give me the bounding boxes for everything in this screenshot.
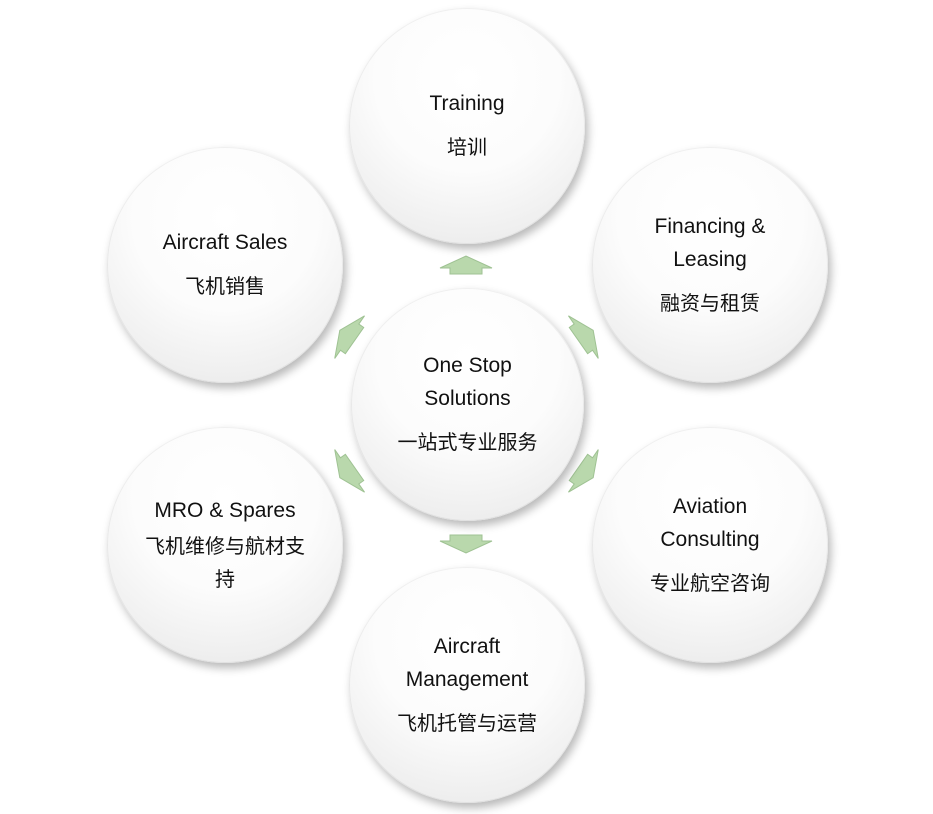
node-consulting-label-zh: 专业航空咨询: [650, 572, 770, 595]
arrow-to-financing: [568, 315, 599, 359]
arrow-to-management: [439, 534, 493, 554]
node-consulting-label: Aviation Consulting: [660, 494, 760, 551]
arrow-to-sales: [334, 315, 365, 359]
node-center-label-zh: 一站式专业服务: [397, 432, 538, 454]
node-training-label: Training: [429, 92, 505, 115]
arrow-to-training: [439, 255, 493, 275]
node-one-stop-solutions: One Stop Solutions 一站式专业服务: [351, 288, 584, 521]
node-center-label: One Stop Solutions: [423, 354, 512, 410]
node-aircraft-sales-label-zh: 飞机销售: [185, 276, 265, 298]
node-aircraft-management: Aircraft Management 飞机托管与运营: [349, 567, 585, 803]
node-training: Training 培训: [349, 8, 585, 244]
arrow-to-mro: [334, 449, 365, 493]
node-management-label-zh: 飞机托管与运营: [397, 712, 537, 735]
node-financing-leasing: Financing & Leasing 融资与租赁: [592, 147, 828, 383]
node-financing-label-zh: 融资与租赁: [660, 292, 760, 315]
node-mro-spares: MRO & Spares 飞机维修与航材支持: [107, 427, 343, 663]
node-training-label-zh: 培训: [447, 137, 487, 159]
node-mro-label-zh: 飞机维修与航材支持: [145, 535, 305, 591]
arrow-to-consulting: [568, 449, 599, 493]
node-aircraft-sales-label: Aircraft Sales: [162, 231, 288, 254]
node-financing-label: Financing & Leasing: [654, 214, 766, 271]
node-mro-label: MRO & Spares: [154, 498, 296, 522]
node-aviation-consulting: Aviation Consulting 专业航空咨询: [592, 427, 828, 663]
node-management-label: Aircraft Management: [405, 634, 529, 691]
node-aircraft-sales: Aircraft Sales 飞机销售: [107, 147, 343, 383]
